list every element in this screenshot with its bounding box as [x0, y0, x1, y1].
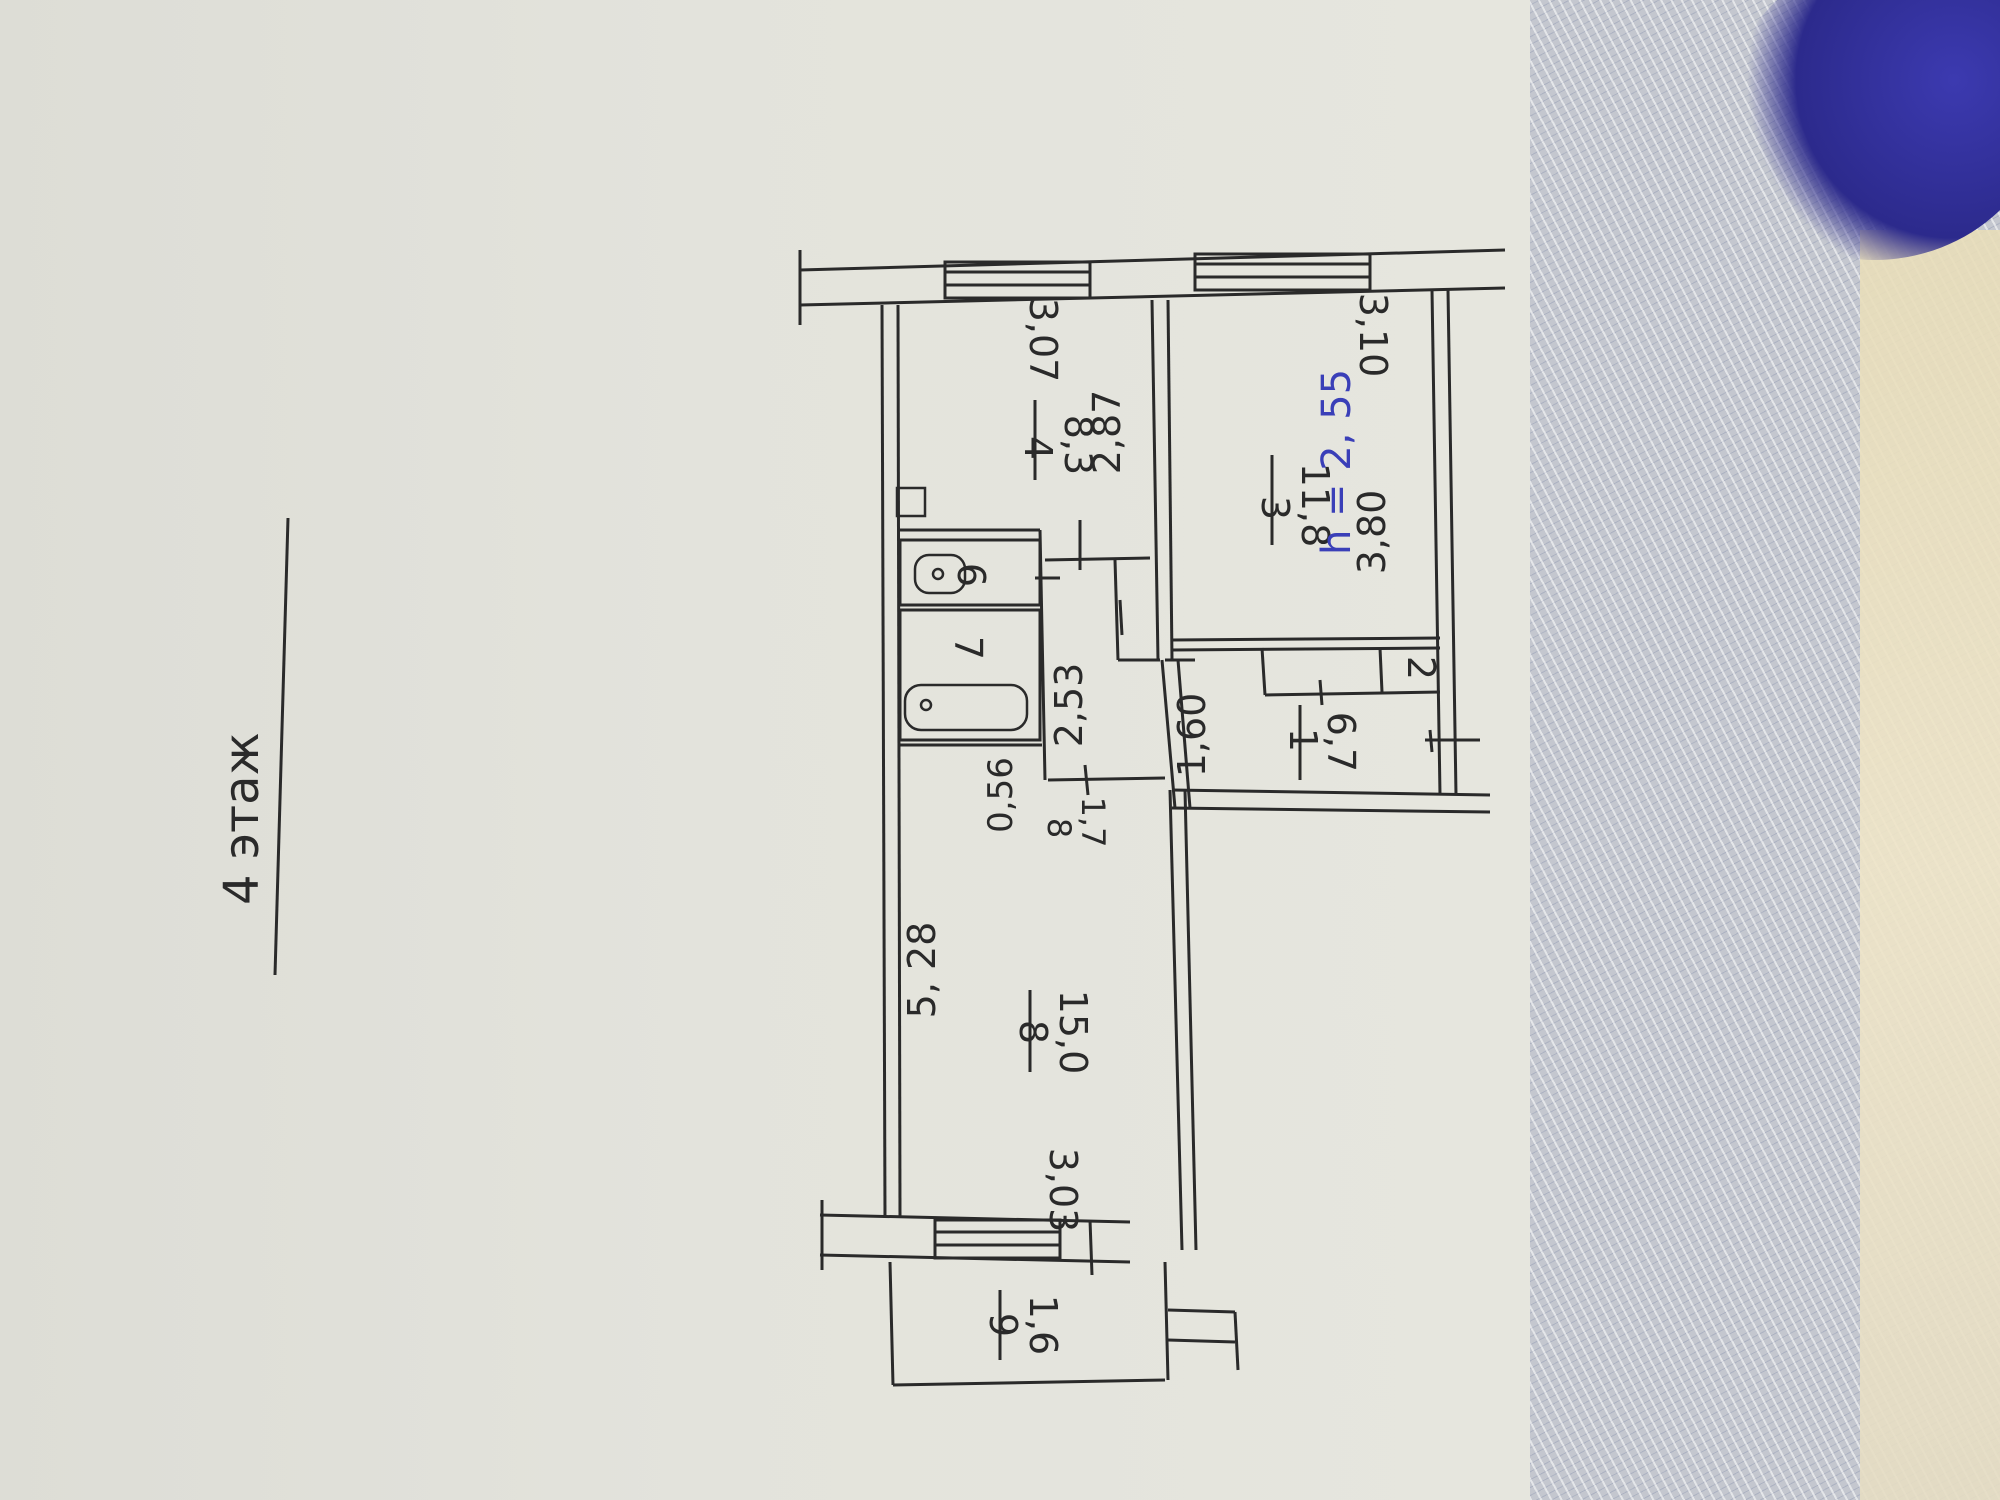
room3-window-dim: 3,10 [1351, 293, 1395, 378]
room8-window-dim: 3,03 [1041, 1148, 1085, 1233]
wall-gap-dim: 0,56 [981, 757, 1021, 833]
blue-seal-emblem [1730, 0, 2000, 260]
room8-number: 8 [1011, 1020, 1055, 1044]
toilet-icon [913, 553, 967, 595]
vent-icon [895, 486, 927, 518]
room7-number: 7 [946, 636, 990, 660]
room4-window-dim: 3,07 [1021, 298, 1065, 383]
room1-area: 6,7 [1319, 712, 1363, 772]
room3-height-note: h = 2, 55 [1314, 369, 1360, 555]
plan-walls [798, 248, 1506, 1387]
fixtures [895, 486, 1029, 732]
corridor-dim: 2,53 [1047, 663, 1091, 748]
floor-label-underline [273, 517, 290, 976]
room3-area: 11,8 [1293, 463, 1337, 548]
room6-number: 6 [949, 563, 993, 587]
cream-guilloche-strip [1860, 230, 2000, 1500]
room8-corridor-number: 8 [1040, 818, 1078, 838]
window-room8 [933, 1218, 1062, 1260]
room2-number: 2 [1399, 656, 1443, 680]
room9-number: 9 [981, 1313, 1025, 1337]
room1-number: 1 [1281, 728, 1325, 752]
room8-side-dim: 5, 28 [900, 922, 944, 1019]
room4-side-dim: 2,87 [1085, 390, 1129, 475]
room9-area: 1,6 [1021, 1295, 1065, 1355]
room3-number: 3 [1253, 496, 1297, 520]
security-paper-sheet [1530, 0, 2000, 1500]
room4-number: 4 [1016, 436, 1060, 460]
room4-area: 8,3 [1056, 415, 1100, 475]
bathtub-icon [903, 683, 1029, 732]
paper-sheet [0, 0, 1540, 1500]
window-room3 [1193, 252, 1372, 292]
drain-icon [919, 698, 933, 712]
room3-side-dim: 3,80 [1350, 490, 1394, 575]
plan-labels: 4 этаж 4 8,3 3,07 2,87 3 11,8 3,10 3,80 … [214, 293, 1443, 1360]
room8-area: 15,0 [1051, 990, 1095, 1075]
floor-label: 4 этаж [214, 732, 270, 905]
hall-dim: 1,60 [1170, 693, 1214, 778]
window-room4 [943, 260, 1092, 300]
toilet-bowl-icon [931, 567, 945, 581]
room8-corridor-area: 1,7 [1074, 797, 1112, 848]
